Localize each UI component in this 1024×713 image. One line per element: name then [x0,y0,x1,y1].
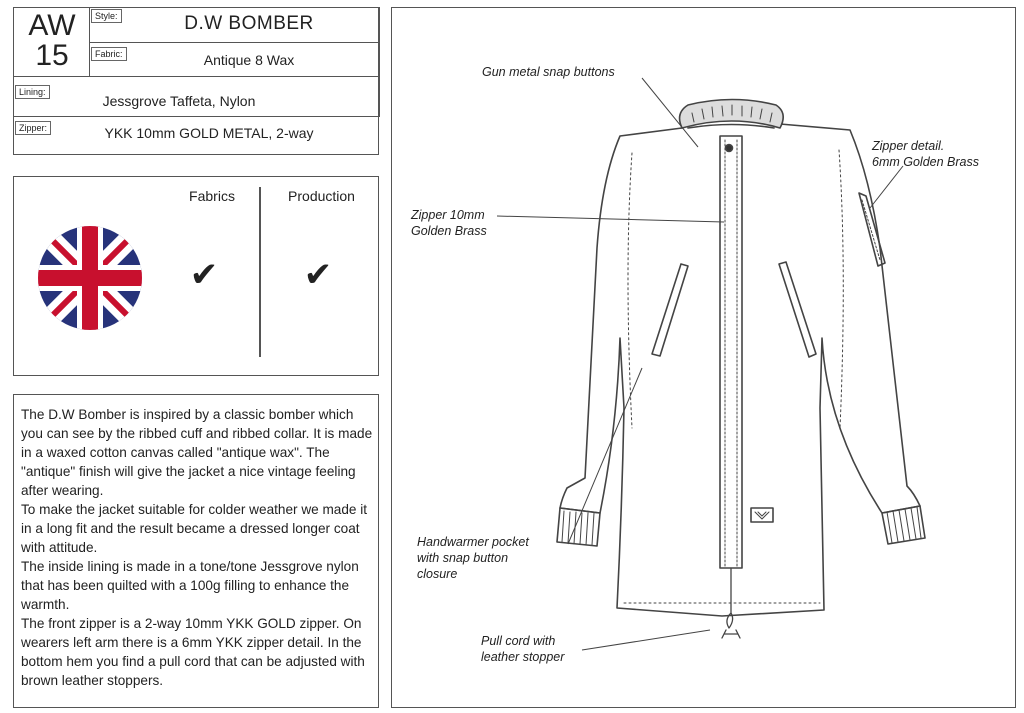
season-code: AW 15 [28,9,76,72]
jacket-body-outline [559,123,921,617]
callout-pull-cord: Pull cord with leather stopper [481,634,565,664]
logo-patch [750,507,774,523]
description-box: The D.W Bomber is inspired by a classic … [13,394,379,708]
description-paragraph: The inside lining is made in a tone/tone… [21,559,359,612]
callout-zipper-detail: Zipper detail. 6mm Golden Brass [872,139,979,169]
union-jack-flag-icon [38,226,142,330]
lining-cell [13,76,380,117]
lining-value: Jessgrove Taffeta, Nylon [102,93,256,109]
snap-button [724,143,734,153]
zipper-tag: Zipper: [15,121,52,135]
origin-box: Fabrics Production ✔ ✔ [13,176,379,376]
description-paragraph: To make the jacket suitable for colder w… [21,502,368,555]
style-value: D.W BOMBER [184,13,314,34]
cuff-right [881,505,926,545]
description-paragraph: The D.W Bomber is inspired by a classic … [21,407,373,498]
fabric-value: Antique 8 Wax [203,52,295,68]
front-zipper [719,135,743,569]
fabrics-label: Fabrics [189,188,235,204]
column-divider [259,187,261,357]
lining-tag: Lining: [15,85,50,99]
zipper-value: YKK 10mm GOLD METAL, 2-way [104,125,314,141]
callout-handwarmer-pocket: Handwarmer pocket with snap button closu… [417,535,529,581]
fabrics-check-icon: ✔ [189,256,219,294]
callout-snap-buttons: Gun metal snap buttons [482,65,615,79]
collar [678,98,784,129]
pocket-right [778,261,817,358]
spec-table: AW 15 Style: D.W BOMBER Fabric: Antique … [13,7,380,155]
description-paragraph: The front zipper is a 2-way 10mm YKK GOL… [21,616,365,688]
description-text: The D.W Bomber is inspired by a classic … [21,405,375,690]
production-check-icon: ✔ [303,256,333,294]
pocket-left [651,263,689,357]
cuff-left [556,507,601,547]
jacket-drawing [496,77,926,651]
sleeve-zipper [858,192,886,267]
production-label: Production [288,188,355,204]
drawing-box: Gun metal snap buttons Zipper detail. 6m… [391,7,1016,708]
style-tag: Style: [91,9,122,23]
fabric-tag: Fabric: [91,47,127,61]
callout-front-zipper: Zipper 10mm Golden Brass [411,208,487,238]
